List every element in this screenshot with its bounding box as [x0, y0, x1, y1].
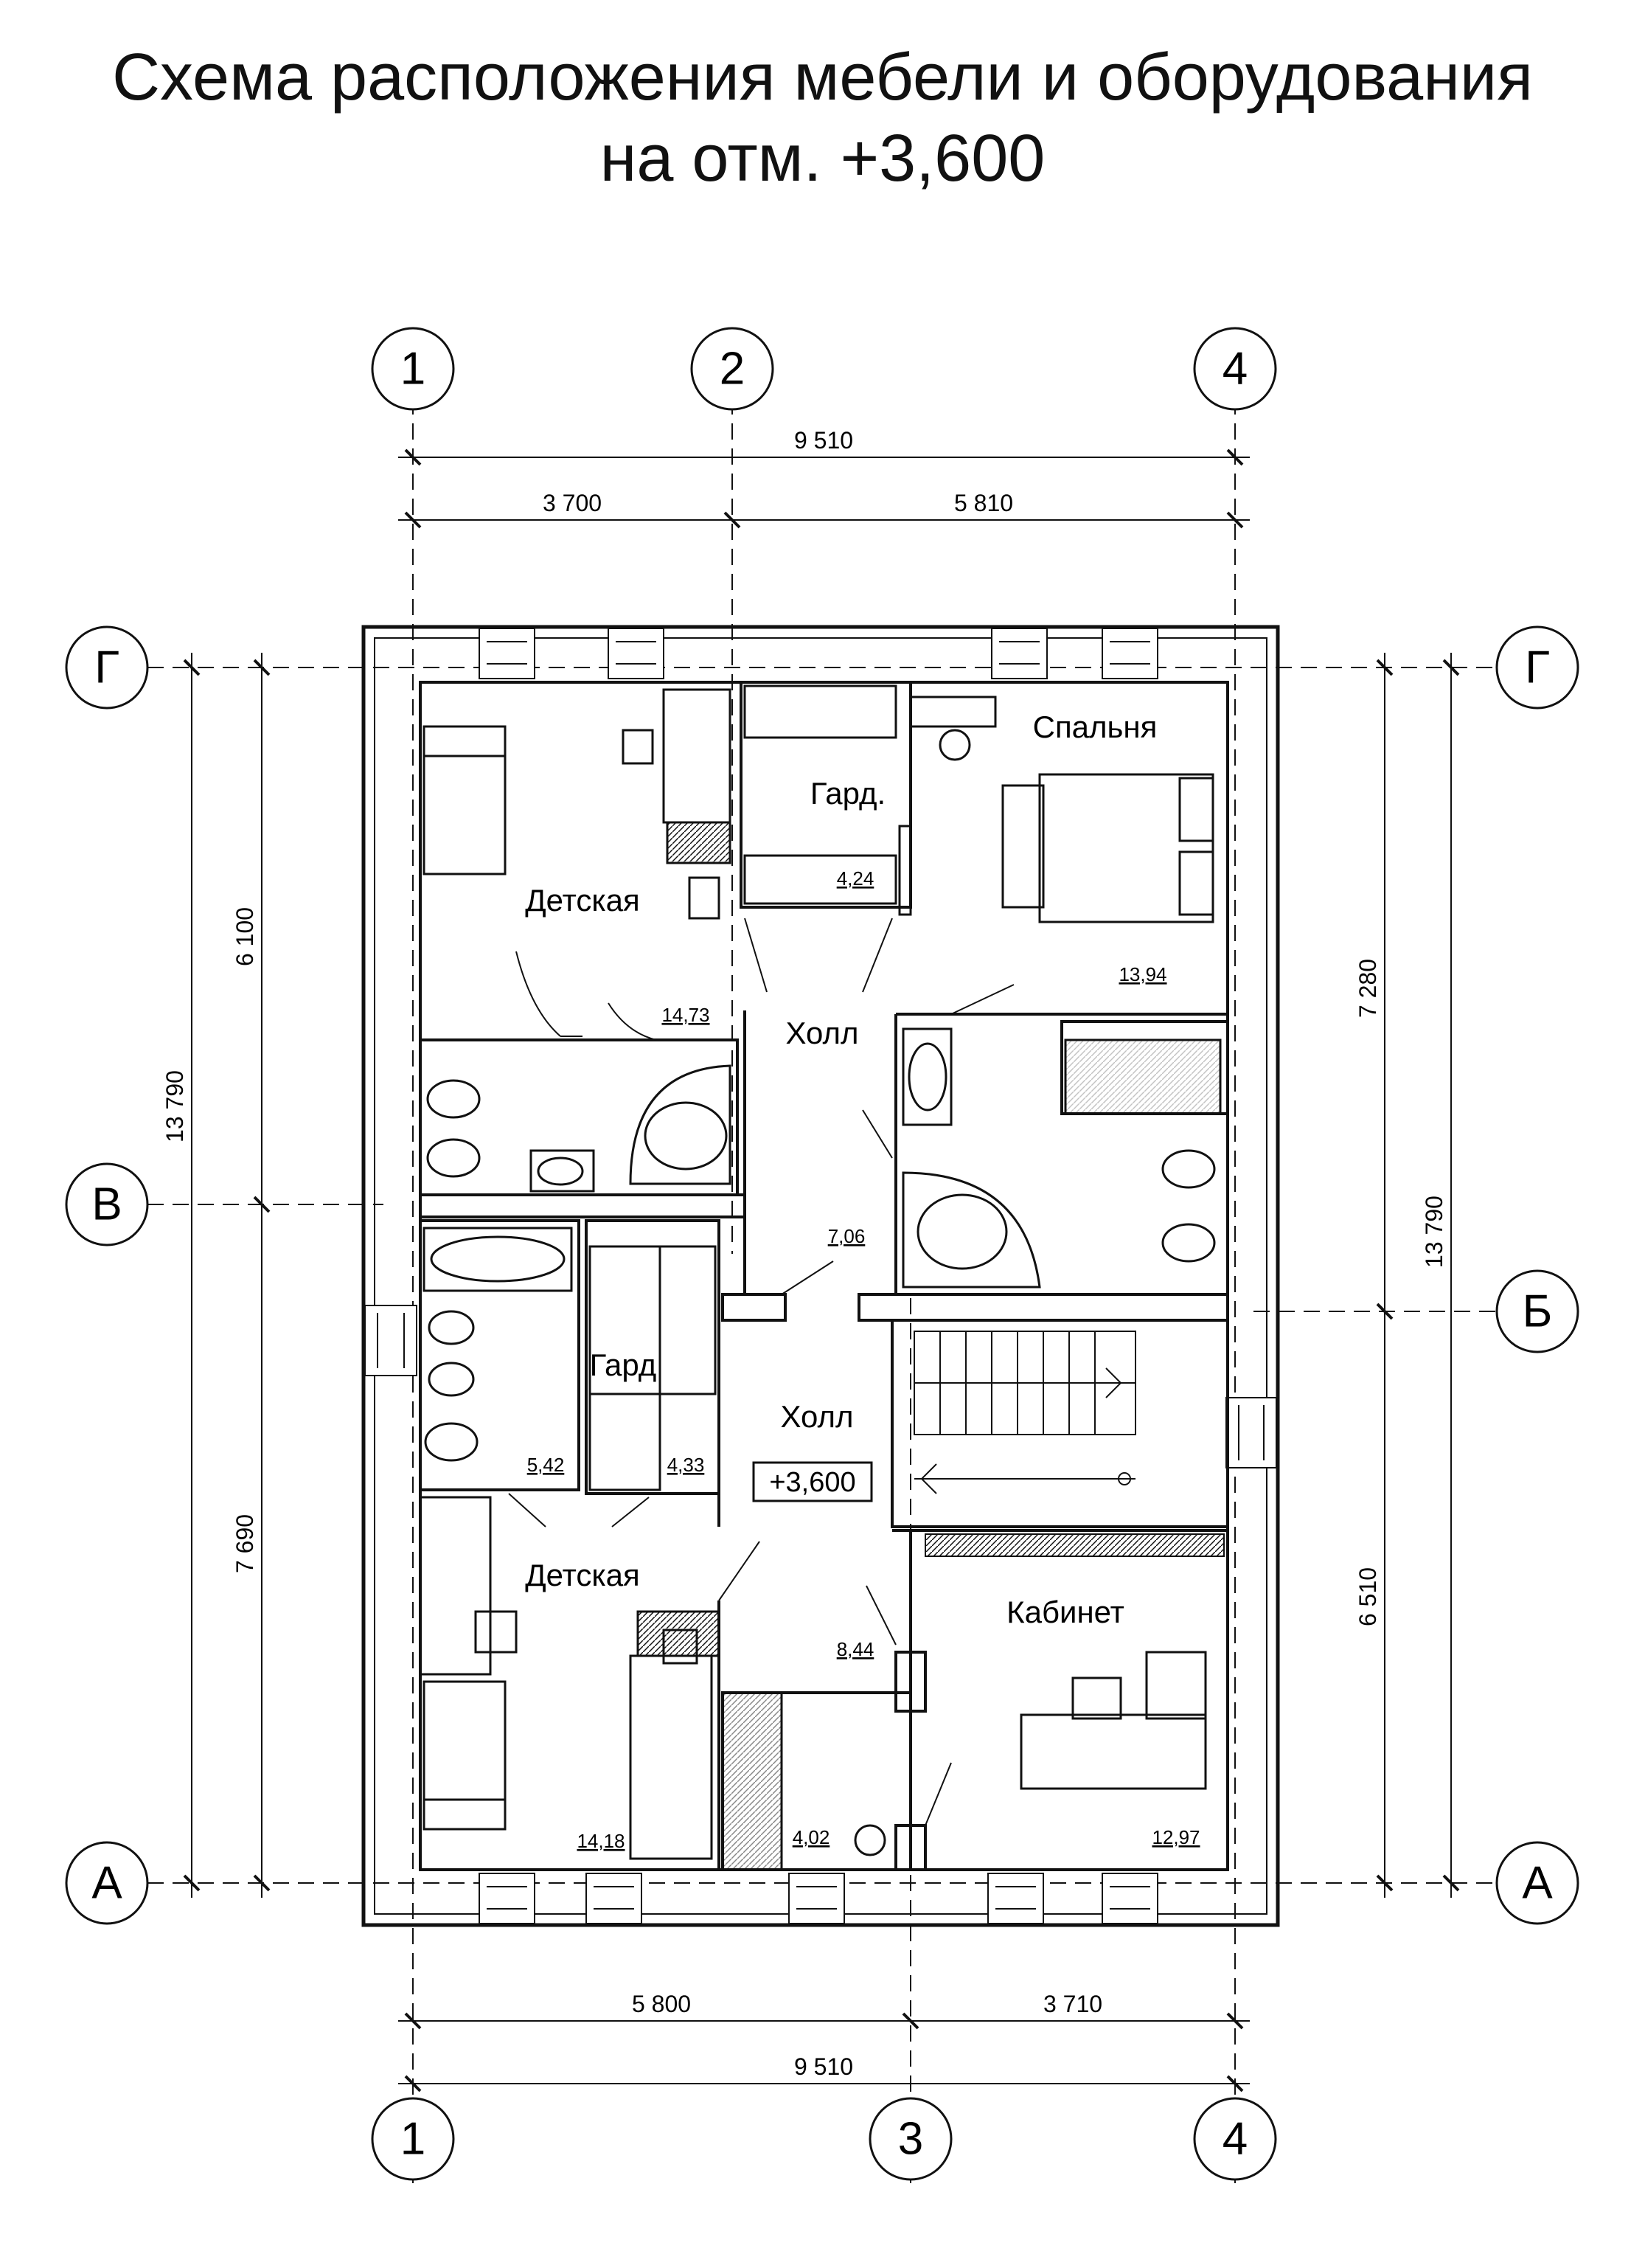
axis-label-left-g: Г — [94, 642, 119, 693]
dim-right-total: 13 790 — [1421, 1196, 1447, 1268]
axis-label-top-1: 1 — [400, 344, 425, 395]
axis-bubble-left-g — [65, 625, 149, 710]
dimension-lines — [183, 448, 1460, 2092]
door-swings — [508, 918, 1015, 1826]
outer-walls — [361, 625, 1280, 1927]
dim-top-seg1: 3 700 — [543, 490, 602, 516]
axis-bubble-right-b — [1495, 1269, 1579, 1353]
level-mark: +3,600 — [769, 1467, 855, 1498]
windows — [364, 628, 1277, 1924]
area-bath-left: 5,42 — [527, 1454, 565, 1476]
dim-bottom-seg2: 3 710 — [1043, 1991, 1102, 2017]
beds — [422, 725, 1214, 1831]
axis-label-bottom-1: 1 — [400, 2114, 425, 2165]
axis-bubble-bottom-1 — [371, 2097, 455, 2181]
axis-bubble-bottom-3 — [869, 2097, 953, 2181]
area-detskaya-bottom: 14,18 — [577, 1830, 625, 1852]
drawing-title-line-1: Схема расположения мебели и оборудования — [112, 41, 1533, 114]
axis-label-left-a: А — [91, 1858, 122, 1909]
axis-bubble-top-2 — [690, 327, 774, 411]
dim-right-seg1: 7 280 — [1354, 959, 1381, 1018]
axis-bubble-right-g — [1495, 625, 1579, 710]
level-mark-box — [752, 1461, 873, 1502]
dim-top-seg2: 5 810 — [954, 490, 1013, 516]
dim-bottom-seg1: 5 800 — [632, 1991, 691, 2017]
dim-right-seg2: 6 510 — [1354, 1567, 1381, 1626]
room-label-detskaya-top: Детская — [525, 883, 640, 918]
bed-bottom-child — [422, 1680, 507, 1831]
dim-top-total: 9 510 — [794, 427, 853, 454]
area-closet-bottom: 4,02 — [793, 1826, 830, 1848]
axis-bubble-top-4 — [1193, 327, 1277, 411]
drawing-title-line-2: на отм. +3,600 — [599, 122, 1046, 195]
bed-top-child — [422, 725, 507, 875]
room-label-detskaya-bottom: Детская — [525, 1558, 640, 1592]
axis-bubble-right-a — [1495, 1841, 1579, 1925]
axis-bubbles — [65, 327, 1579, 2181]
room-label-gard-top: Гард. — [810, 776, 886, 811]
dim-bottom-total: 9 510 — [794, 2053, 853, 2080]
area-detskaya-top: 14,73 — [661, 1004, 709, 1026]
axis-bubble-left-v — [65, 1162, 149, 1246]
desks-and-cabinets — [419, 684, 1222, 1871]
axis-label-top-2: 2 — [720, 344, 745, 395]
axis-label-bottom-4: 4 — [1223, 2114, 1248, 2165]
area-kabinet: 12,97 — [1152, 1826, 1200, 1848]
staircase — [914, 1331, 1225, 1557]
room-label-holl-mid: Холл — [781, 1399, 854, 1434]
dim-left-total: 13 790 — [161, 1070, 188, 1142]
axis-label-right-b: Б — [1523, 1286, 1553, 1337]
axis-label-right-a: А — [1522, 1858, 1553, 1909]
area-spalnya: 13,94 — [1119, 963, 1166, 985]
room-label-spalnya: Спальня — [1033, 710, 1158, 744]
axis-bubble-left-a — [65, 1841, 149, 1925]
room-label-gard-mid: Гард — [590, 1348, 657, 1382]
axis-label-left-v: В — [91, 1179, 122, 1230]
area-gard-top: 4,24 — [837, 867, 874, 889]
area-holl-top: 7,06 — [828, 1225, 866, 1247]
bath-fixtures — [422, 729, 1216, 1856]
axis-bubble-top-1 — [371, 327, 455, 411]
dim-left-seg1: 6 100 — [232, 907, 258, 966]
bed-master — [1038, 773, 1214, 923]
room-label-kabinet: Кабинет — [1006, 1595, 1124, 1629]
axis-label-right-g: Г — [1525, 642, 1550, 693]
axis-label-top-4: 4 — [1223, 344, 1248, 395]
room-label-holl-top: Холл — [786, 1016, 859, 1050]
axis-bubble-bottom-4 — [1193, 2097, 1277, 2181]
axis-label-bottom-3: 3 — [898, 2114, 923, 2165]
area-holl-mid: 8,44 — [837, 1638, 874, 1660]
area-gard-mid: 4,33 — [667, 1454, 705, 1476]
dim-left-seg2: 7 690 — [232, 1514, 258, 1573]
